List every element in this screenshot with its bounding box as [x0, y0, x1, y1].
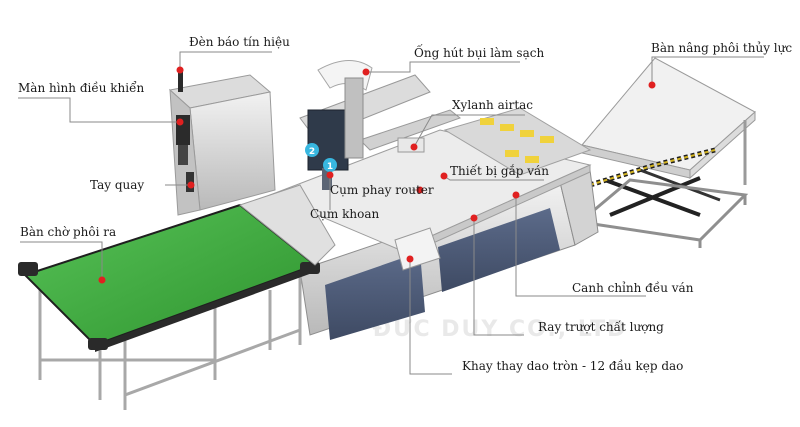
label-den-bao-tin-hieu: Đèn báo tín hiệu — [189, 35, 290, 49]
spindle-number-1: 1 — [327, 162, 333, 172]
label-canh-chinh-deu-van: Canh chỉnh đều ván — [572, 280, 694, 295]
label-ban-cho-phoi-ra: Bàn chờ phôi ra — [20, 225, 116, 239]
watermark: ĐỨC DUY CO., LTD — [373, 316, 628, 342]
callout-markers — [98, 66, 656, 284]
label-khay-thay-dao: Khay thay dao tròn - 12 đầu kẹp dao — [462, 358, 683, 373]
label-man-hinh-dieu-khien: Màn hình điều khiển — [18, 80, 144, 95]
control-cabinet — [168, 67, 276, 216]
label-thiet-bi-gap-van: Thiết bị gắp ván — [450, 163, 549, 178]
label-ong-hut-bui: Ống hút bụi làm sạch — [414, 43, 544, 60]
label-tay-quay: Tay quay — [90, 178, 144, 192]
label-cum-phay-router: Cụm phay router — [330, 183, 434, 197]
machine-body — [268, 60, 599, 340]
label-ray-truot: Ray trượt chất lượng — [538, 319, 664, 334]
spindle-markers: 2 1 — [305, 143, 337, 172]
led-plates — [480, 118, 554, 163]
label-cum-khoan: Cụm khoan — [310, 207, 379, 221]
hydraulic-lift-table — [576, 57, 756, 248]
leader-lines — [18, 51, 764, 375]
label-xylanh-airtac: Xylanh airtac — [452, 98, 533, 112]
callout-labels: Đèn báo tín hiệu Màn hình điều khiển Tay… — [18, 35, 792, 373]
label-ban-nang-phoi: Bàn nâng phôi thủy lực — [651, 41, 792, 55]
spindle-number-2: 2 — [309, 147, 315, 157]
output-conveyor — [18, 184, 336, 410]
